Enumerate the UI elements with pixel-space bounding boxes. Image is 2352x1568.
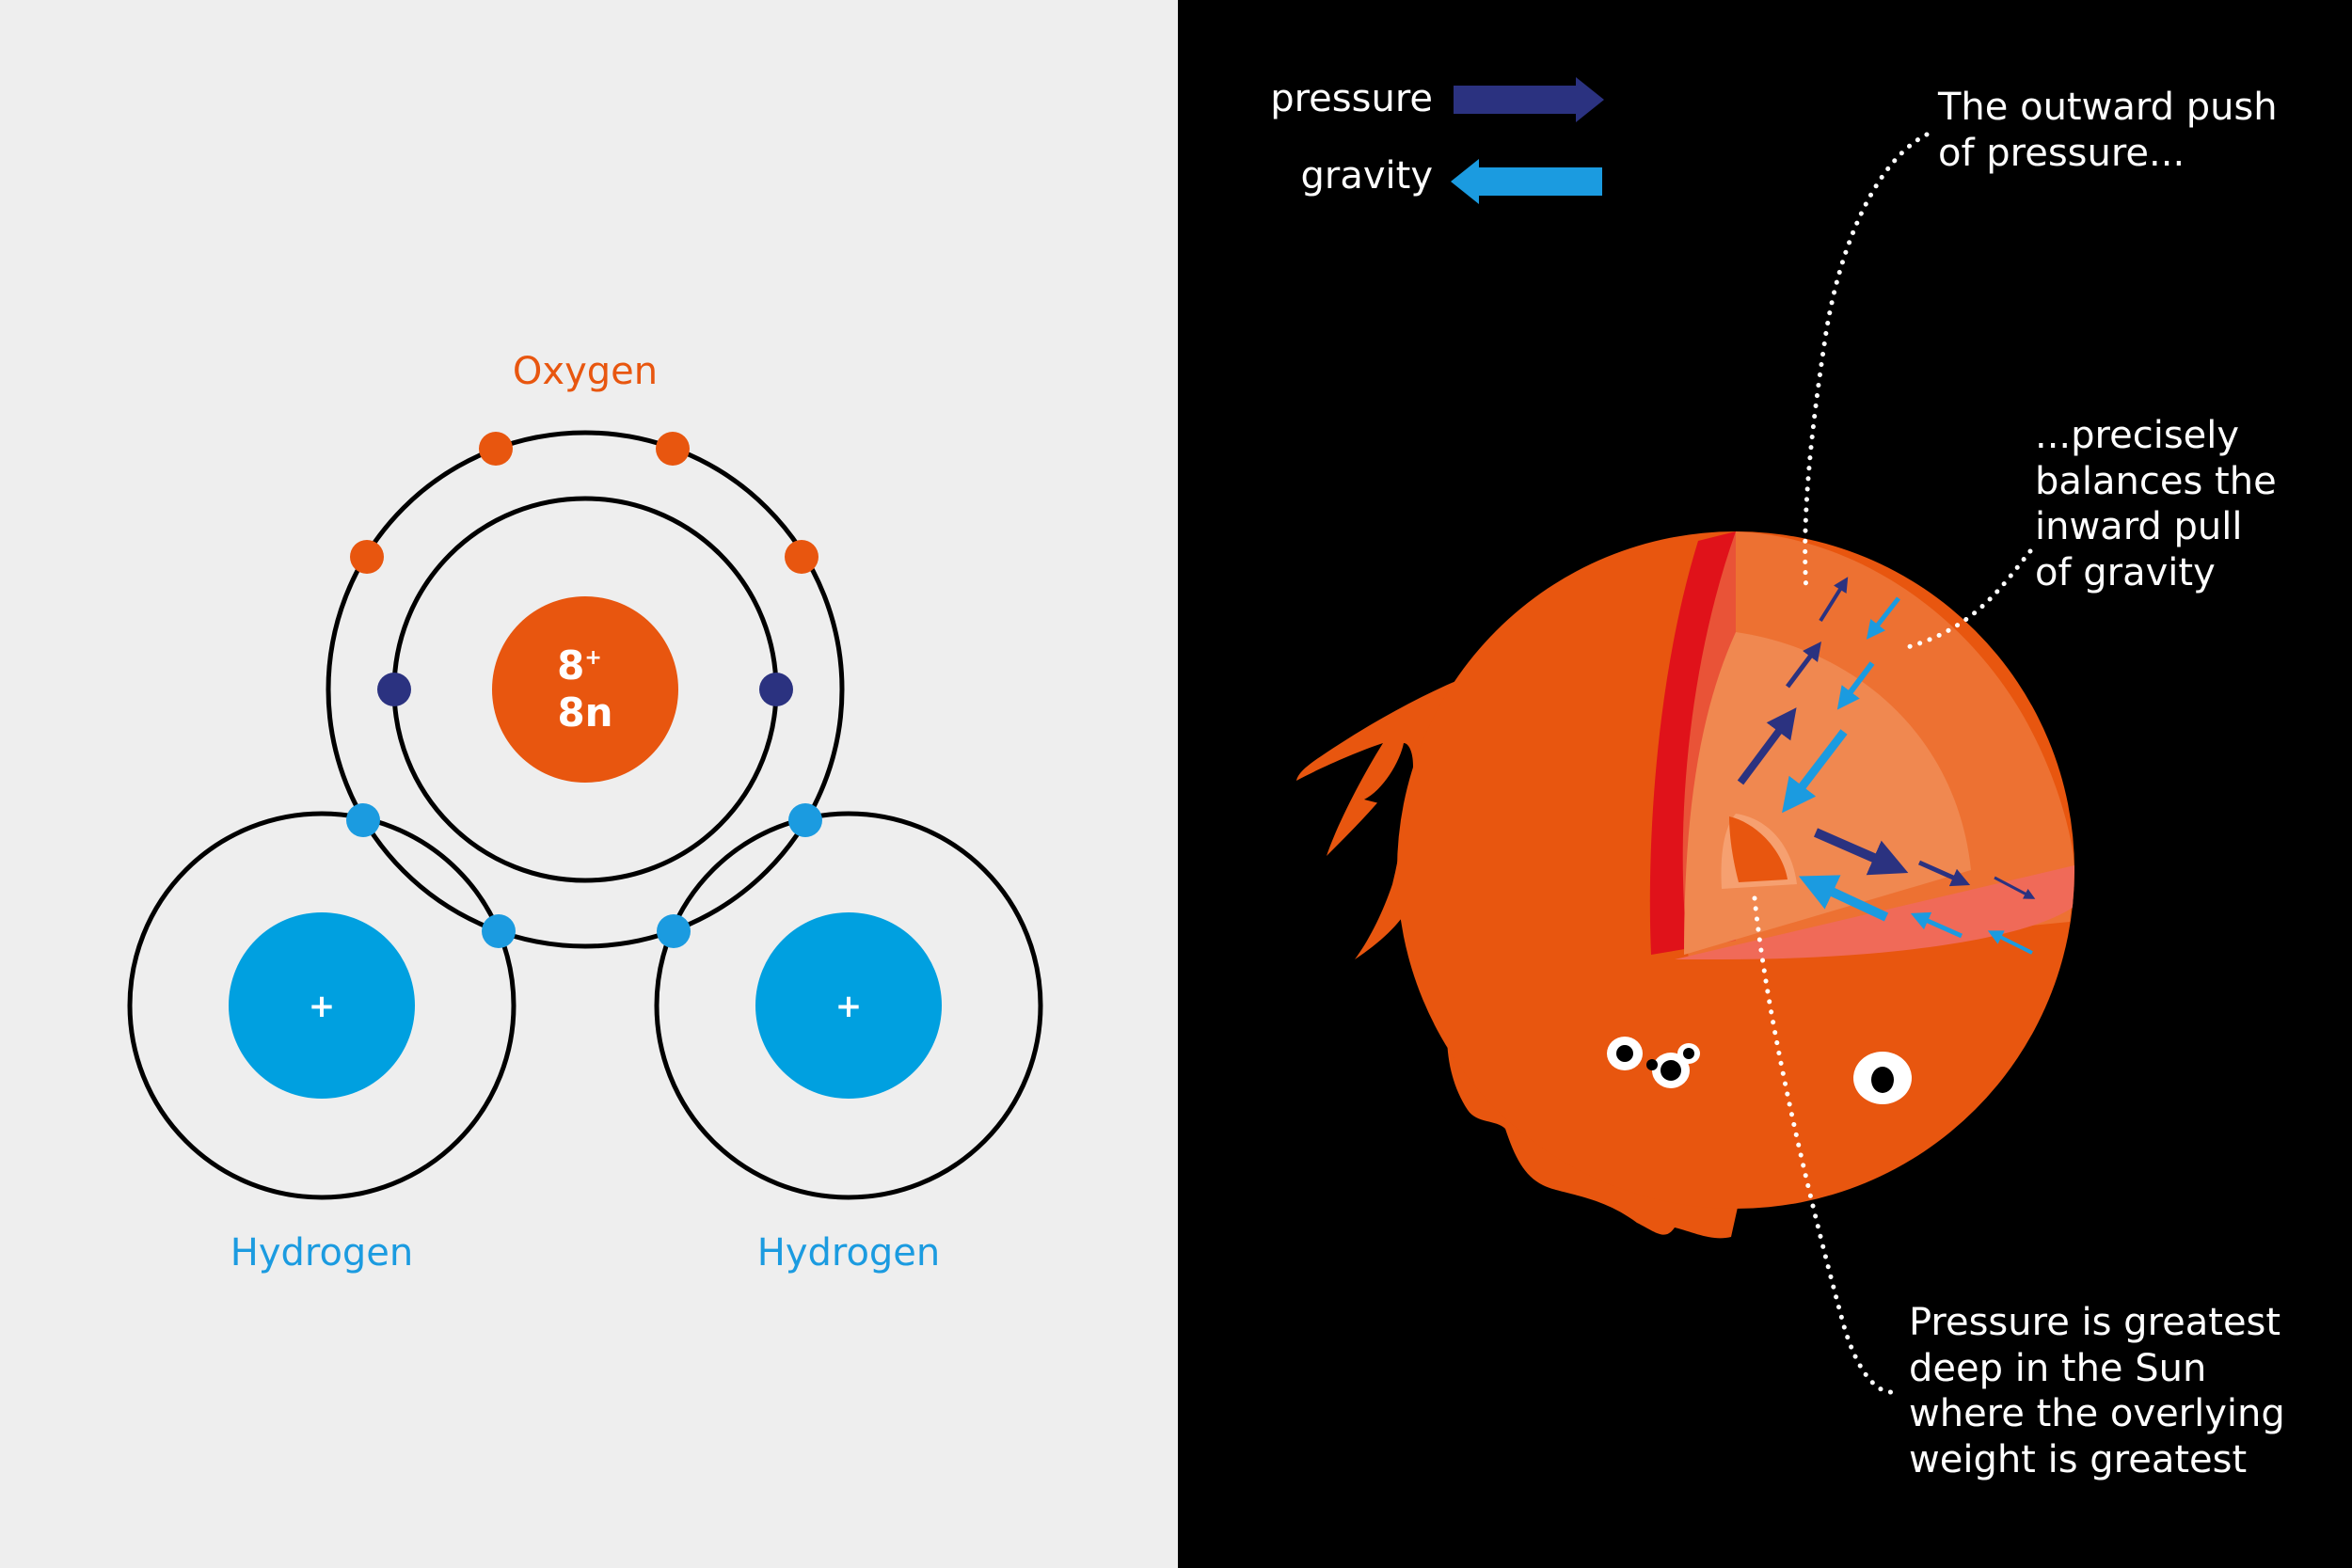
legend-pressure-arrow	[1454, 77, 1604, 122]
sunspots	[1607, 1037, 1912, 1104]
annotation-line: where the overlying	[1909, 1392, 2285, 1435]
sun-cutaway	[1649, 531, 2074, 959]
pressure-arrow	[1737, 707, 1797, 785]
inner-electron	[759, 673, 793, 706]
hydrogen-right-label: Hydrogen	[757, 1231, 941, 1275]
annotation-line: ...precisely	[2035, 414, 2239, 457]
legend: pressure gravity	[1270, 77, 1604, 204]
shared-electron	[482, 914, 516, 948]
hydrogen-left-label: Hydrogen	[230, 1231, 414, 1275]
shared-electron	[346, 803, 380, 837]
gravity-arrow	[1910, 911, 1963, 939]
sun-flare-gap	[1364, 743, 1414, 865]
hydrogen-right-shell	[654, 811, 1043, 1200]
annotation-line: inward pull	[2035, 505, 2243, 548]
gravity-arrow	[1836, 661, 1875, 710]
oxygen-electron	[479, 432, 513, 466]
oxygen-electron	[785, 540, 818, 574]
oxygen-nucleus-sup: +	[584, 646, 601, 670]
annotation-line: of gravity	[2035, 551, 2216, 594]
gravity-arrow	[1798, 875, 1889, 922]
annotation-line: weight is greatest	[1909, 1438, 2247, 1481]
hydrogen-left-nucleus	[229, 912, 415, 1099]
oxygen-nucleus-charge: 8+	[557, 642, 602, 689]
sunspot-core	[1871, 1067, 1894, 1093]
annotation-greatest: Pressure is greatest deep in the Sun whe…	[1909, 1301, 2296, 1481]
pressure-arrow	[1819, 577, 1849, 623]
gravity-arrow	[1866, 596, 1900, 640]
sun-core-center	[1729, 816, 1788, 882]
gravity-arrow	[1782, 729, 1848, 814]
hydrogen-left-shell	[127, 811, 516, 1200]
oxygen-nucleus-neutrons: 8n	[557, 689, 612, 736]
gravity-arrow	[1987, 930, 2033, 955]
sunspot-core	[1661, 1060, 1681, 1081]
annotation-line: The outward push	[1937, 86, 2278, 129]
annotation-line: of pressure...	[1938, 132, 2185, 175]
pressure-arrow	[1786, 641, 1821, 689]
annotation-line: Pressure is greatest	[1909, 1301, 2280, 1344]
oxygen-label: Oxygen	[513, 350, 658, 393]
annotation-outward-push: The outward push of pressure...	[1937, 86, 2289, 175]
annotation-balances: ...precisely balances the inward pull of…	[2035, 414, 2288, 594]
pressure-arrow	[1813, 828, 1909, 876]
leader-outward-push	[1803, 132, 1930, 595]
legend-gravity-arrow	[1451, 159, 1602, 204]
pressure-arrow	[1917, 860, 1971, 887]
sunspot-core	[1683, 1048, 1694, 1059]
inner-electron	[377, 673, 411, 706]
annotation-line: deep in the Sun	[1909, 1347, 2206, 1390]
oxygen-nucleus	[492, 596, 678, 783]
oxygen-outer-shell	[326, 430, 845, 949]
force-arrows	[1737, 577, 2036, 955]
oxygen-electron	[350, 540, 384, 574]
leader-balances	[1898, 548, 2033, 652]
sunspot-core	[1616, 1045, 1633, 1062]
hydrogen-left-charge: +	[309, 988, 336, 1025]
sun-illustration	[1296, 531, 2074, 1239]
hydrogen-right-nucleus	[755, 912, 942, 1099]
legend-pressure-label: pressure	[1270, 77, 1433, 120]
shared-electron	[657, 914, 691, 948]
sunspot-core	[1646, 1059, 1658, 1070]
annotation-line: balances the	[2035, 460, 2277, 503]
leader-lines	[1752, 132, 2033, 1395]
left-panel-background	[0, 0, 1178, 1568]
pressure-arrow	[1994, 876, 2036, 899]
water-molecule-diagram: 8+ 8n + + Oxygen Hydrogen Hydrogen	[127, 350, 1043, 1275]
hydrogen-right-charge: +	[835, 988, 863, 1025]
oxygen-electron	[656, 432, 690, 466]
shared-electron	[788, 803, 822, 837]
legend-gravity-label: gravity	[1301, 154, 1434, 198]
